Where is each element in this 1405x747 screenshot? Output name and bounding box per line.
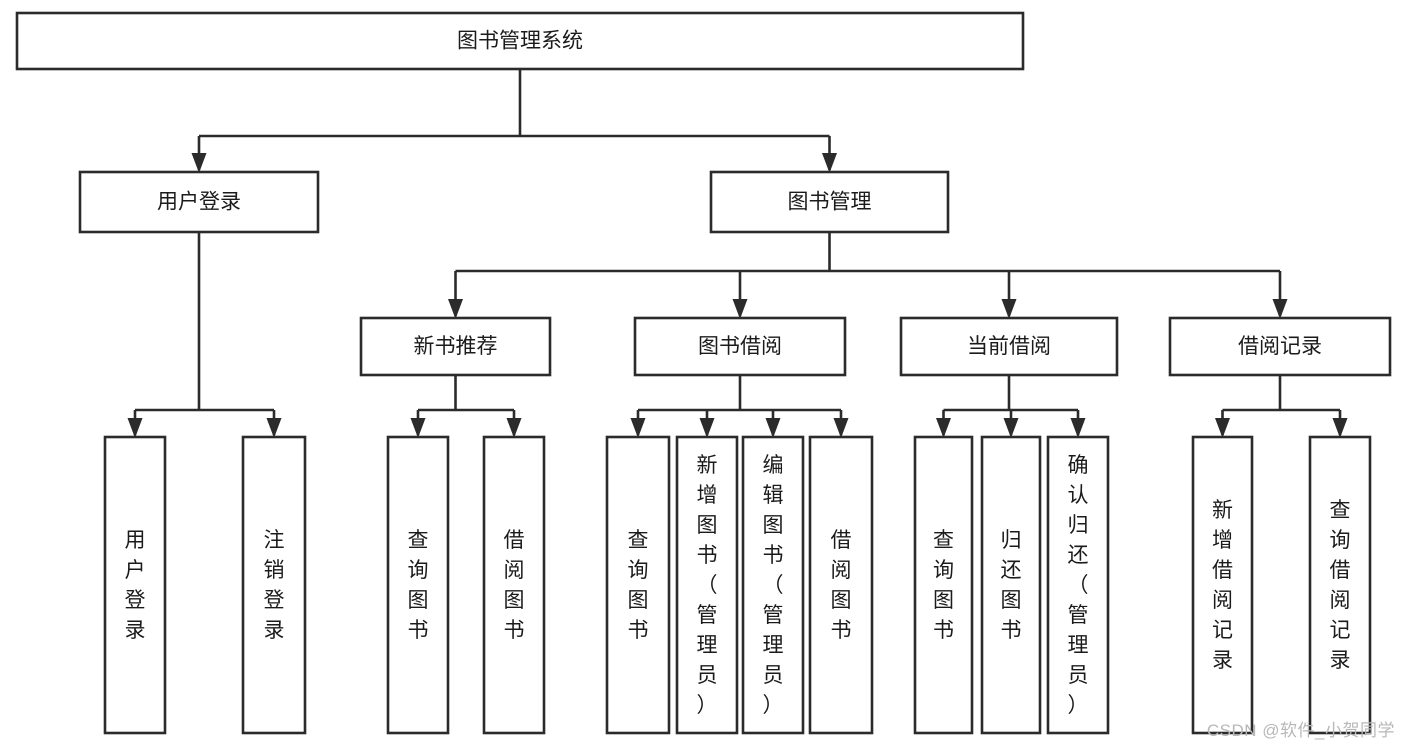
arrow-head-icon — [822, 153, 837, 173]
node-leaf-add-book-label: 新增图书（管理员） — [697, 454, 718, 717]
node-leaf-edit-book[interactable]: 编辑图书（管理员） — [741, 435, 805, 735]
arrow-head-icon — [266, 418, 282, 438]
arrow-head-icon — [410, 418, 426, 438]
node-book-borrow-label: 图书借阅 — [698, 335, 782, 358]
node-new-book-recommend[interactable]: 新书推荐 — [359, 316, 552, 377]
node-book-management[interactable]: 图书管理 — [709, 170, 950, 234]
node-leaf-borrow-book-1-box — [482, 435, 546, 735]
node-leaf-user-login-label: 用户登录 — [125, 529, 146, 642]
arrow-head-icon — [833, 418, 849, 438]
node-leaf-add-record-label: 新增借阅记录 — [1212, 499, 1233, 672]
node-leaf-borrow-book-1[interactable]: 借阅图书 — [482, 435, 546, 735]
node-leaf-return-book[interactable]: 归还图书 — [980, 435, 1042, 735]
arrow-head-icon — [936, 418, 951, 438]
arrow-head-icon — [732, 299, 748, 319]
node-user-login[interactable]: 用户登录 — [78, 170, 320, 234]
node-book-borrow[interactable]: 图书借阅 — [633, 316, 847, 377]
node-leaf-query-book-2[interactable]: 查询图书 — [605, 435, 671, 735]
node-leaf-confirm-return-label: 确认归还（管理员） — [1068, 454, 1089, 717]
arrow-head-icon — [191, 153, 207, 173]
node-root-label: 图书管理系统 — [457, 30, 583, 53]
arrow-head-icon — [1003, 418, 1019, 438]
node-book-borrow-box — [633, 316, 847, 377]
node-leaf-user-login-box — [103, 435, 167, 735]
node-leaf-user-login[interactable]: 用户登录 — [103, 435, 167, 735]
node-book-management-label: 图书管理 — [788, 191, 872, 214]
node-leaf-query-book-3-box — [913, 435, 974, 735]
node-current-borrow-label: 当前借阅 — [967, 335, 1051, 358]
node-leaf-borrow-book-2[interactable]: 借阅图书 — [808, 435, 874, 735]
node-leaf-user-logout-box — [241, 435, 307, 735]
node-new-book-recommend-label: 新书推荐 — [414, 335, 498, 358]
arrow-head-icon — [127, 418, 143, 438]
node-leaf-borrow-book-2-box — [808, 435, 874, 735]
arrow-head-icon — [506, 418, 522, 438]
node-leaf-query-book-2-box — [605, 435, 671, 735]
node-leaf-confirm-return[interactable]: 确认归还（管理员） — [1046, 435, 1110, 735]
node-user-login-label: 用户登录 — [157, 191, 241, 214]
node-leaf-return-book-label: 归还图书 — [1001, 529, 1022, 642]
node-leaf-query-book-3[interactable]: 查询图书 — [913, 435, 974, 735]
node-current-borrow[interactable]: 当前借阅 — [899, 316, 1119, 377]
arrow-head-icon — [1272, 299, 1288, 319]
node-leaf-borrow-book-1-label: 借阅图书 — [504, 529, 525, 642]
node-leaf-query-record-label: 查询借阅记录 — [1330, 499, 1351, 672]
node-leaf-add-record[interactable]: 新增借阅记录 — [1191, 435, 1254, 735]
node-leaf-add-book-box — [675, 435, 739, 735]
node-book-management-box — [709, 170, 950, 234]
arrow-head-icon — [1215, 418, 1230, 438]
node-user-login-box — [78, 170, 320, 234]
node-leaf-query-record-box — [1308, 435, 1372, 735]
node-new-book-recommend-box — [359, 316, 552, 377]
node-leaf-edit-book-box — [741, 435, 805, 735]
node-leaf-return-book-box — [980, 435, 1042, 735]
node-current-borrow-box — [899, 316, 1119, 377]
node-leaf-add-record-box — [1191, 435, 1254, 735]
arrow-head-icon — [699, 418, 715, 438]
node-leaf-borrow-book-2-label: 借阅图书 — [831, 529, 852, 642]
arrow-head-icon — [1001, 299, 1017, 319]
node-leaf-query-book-1-box — [386, 435, 450, 735]
node-borrow-record[interactable]: 借阅记录 — [1168, 316, 1392, 377]
arrow-head-icon — [448, 299, 463, 319]
connectors-layer — [127, 69, 1348, 438]
node-borrow-record-box — [1168, 316, 1392, 377]
nodes-layer: 图书管理系统用户登录图书管理新书推荐图书借阅当前借阅借阅记录用户登录注销登录查询… — [15, 11, 1392, 735]
node-leaf-user-logout-label: 注销登录 — [264, 529, 285, 642]
node-leaf-query-record[interactable]: 查询借阅记录 — [1308, 435, 1372, 735]
node-leaf-query-book-2-label: 查询图书 — [628, 529, 649, 642]
node-leaf-user-logout[interactable]: 注销登录 — [241, 435, 307, 735]
node-root-box — [15, 11, 1025, 71]
node-leaf-query-book-3-label: 查询图书 — [933, 529, 954, 642]
arrow-head-icon — [630, 418, 646, 438]
arrow-head-icon — [765, 418, 781, 438]
arrow-head-icon — [1070, 418, 1086, 438]
node-root[interactable]: 图书管理系统 — [15, 11, 1025, 71]
node-leaf-query-book-1-label: 查询图书 — [408, 529, 429, 642]
node-leaf-confirm-return-box — [1046, 435, 1110, 735]
node-leaf-edit-book-label: 编辑图书（管理员） — [763, 454, 784, 717]
node-leaf-query-book-1[interactable]: 查询图书 — [386, 435, 450, 735]
arrow-head-icon — [1332, 418, 1348, 438]
node-borrow-record-label: 借阅记录 — [1238, 335, 1322, 358]
node-leaf-add-book[interactable]: 新增图书（管理员） — [675, 435, 739, 735]
